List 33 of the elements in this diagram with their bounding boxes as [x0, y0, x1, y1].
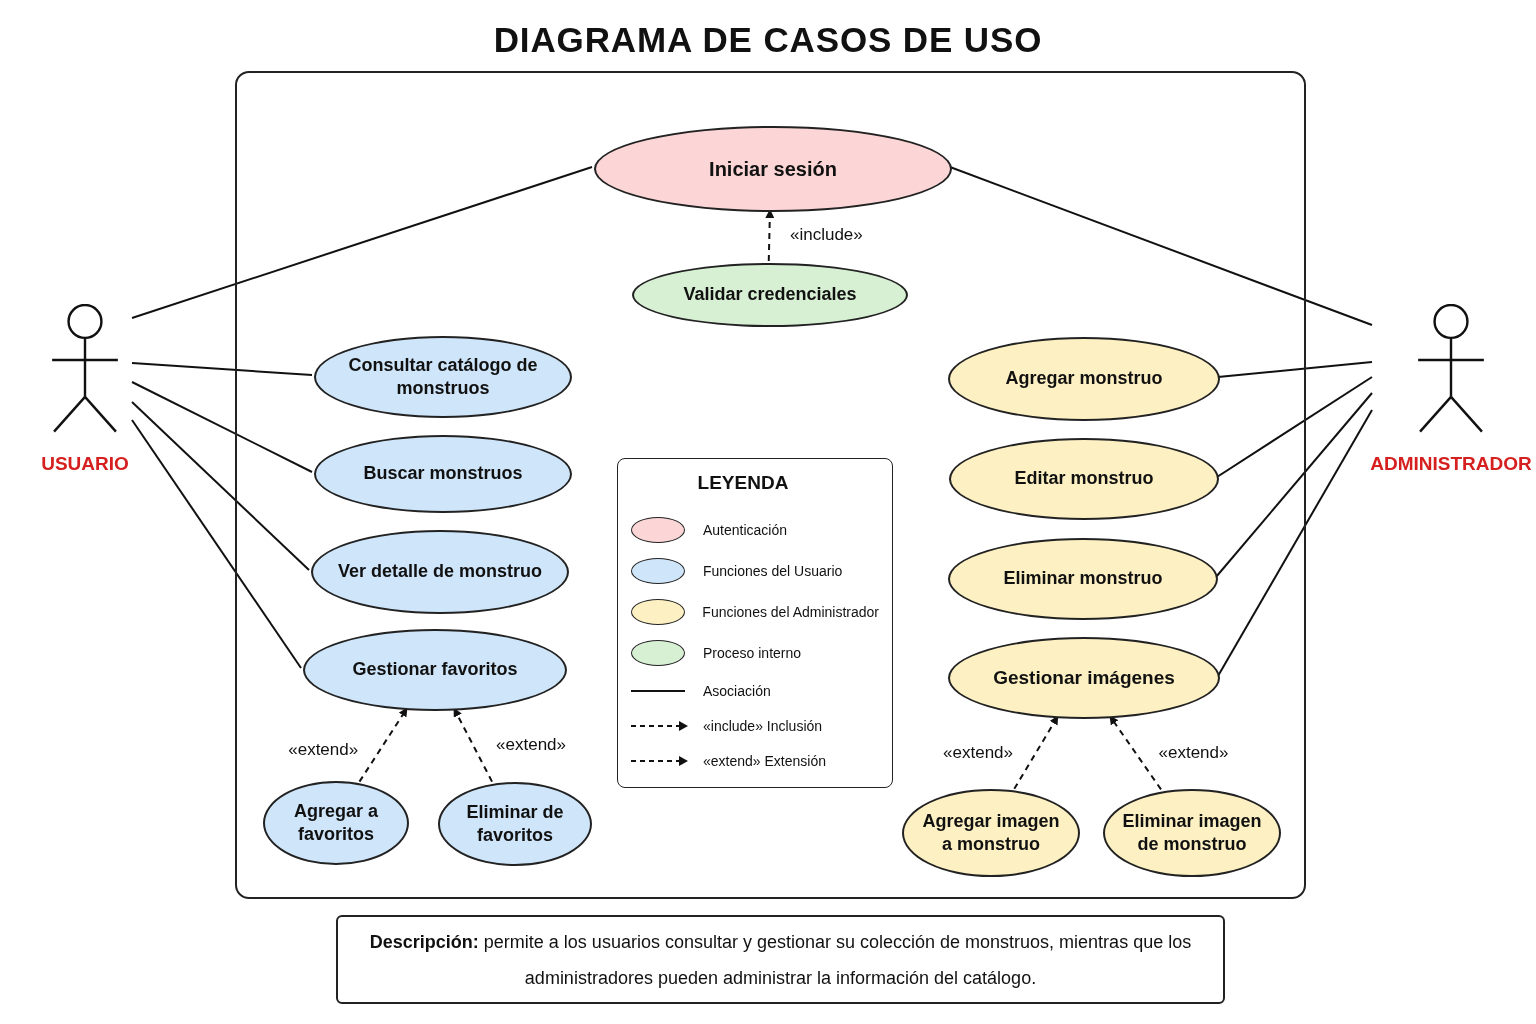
association-line	[131, 166, 593, 319]
use-case-label: Buscar monstruos	[363, 462, 523, 486]
use-case-label: Validar credenciales	[683, 283, 857, 307]
legend-title: LEYENDA	[696, 471, 790, 495]
actor-label: ADMINISTRADOR	[1370, 451, 1532, 476]
association-line	[131, 419, 302, 669]
legend-label: «include» Inclusión	[703, 716, 823, 736]
use-case-label: Agregar a favoritos	[292, 799, 379, 846]
use-case-label: Gestionar favoritos	[352, 658, 518, 682]
legend-label: Autenticación	[703, 520, 788, 540]
use-case-label: Gestionar imágenes	[993, 665, 1175, 690]
diagram-title: DIAGRAMA DE CASOS DE USO	[492, 19, 1044, 61]
use-case-label: Editar monstruo	[1014, 467, 1154, 491]
use-case-label: Eliminar monstruo	[1003, 567, 1163, 591]
use-case-label: Ver detalle de monstruo	[337, 560, 543, 584]
use-case-label: Iniciar sesión	[709, 157, 837, 182]
description-text: Descripción: permite a los usuarios consultar y gestionar su colección de monstruos, mientras que los administradores pueden administrar la información del catálogo.	[368, 930, 1193, 990]
use-case-label: Consultar catálogo de monstruos	[347, 353, 539, 400]
association-line	[131, 362, 313, 376]
legend-label: Proceso interno	[703, 643, 802, 663]
legend-label: Asociación	[703, 681, 771, 701]
use-case-label: Eliminar imagen de monstruo	[1121, 809, 1263, 856]
actor-label: USUARIO	[41, 451, 129, 476]
use-case-label: Eliminar de favoritos	[465, 800, 565, 847]
description-box	[336, 915, 1225, 1004]
legend-label: Funciones del Administrador	[702, 602, 879, 622]
legend-label: Funciones del Usuario	[703, 561, 843, 581]
use-case-label: Agregar monstruo	[1005, 367, 1163, 391]
use-case-label: Agregar imagen a monstruo	[921, 809, 1061, 856]
association-line	[131, 401, 310, 571]
association-line	[131, 381, 313, 473]
legend-label: «extend» Extensión	[703, 751, 826, 771]
dashed-arrow	[765, 209, 775, 262]
